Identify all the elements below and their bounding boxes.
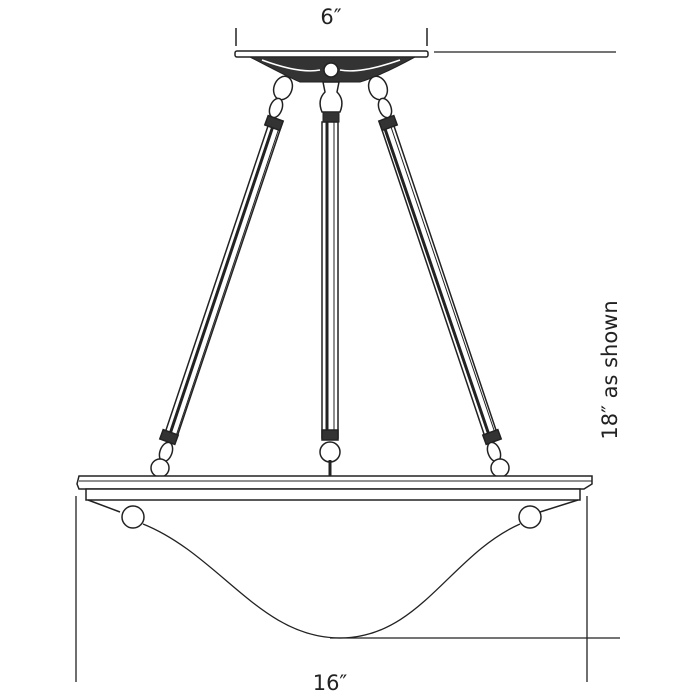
height-label: 18″ as shown <box>598 300 622 439</box>
width-dimension: 16″ <box>75 496 588 695</box>
canopy-dimension: 6″ <box>235 5 428 46</box>
canopy <box>234 50 429 123</box>
fixture-width-label: 16″ <box>313 671 348 695</box>
canopy-width-label: 6″ <box>320 5 341 29</box>
bowl <box>76 475 593 639</box>
suspension-rods <box>150 75 510 478</box>
height-dimension: 18″ as shown <box>330 51 622 639</box>
